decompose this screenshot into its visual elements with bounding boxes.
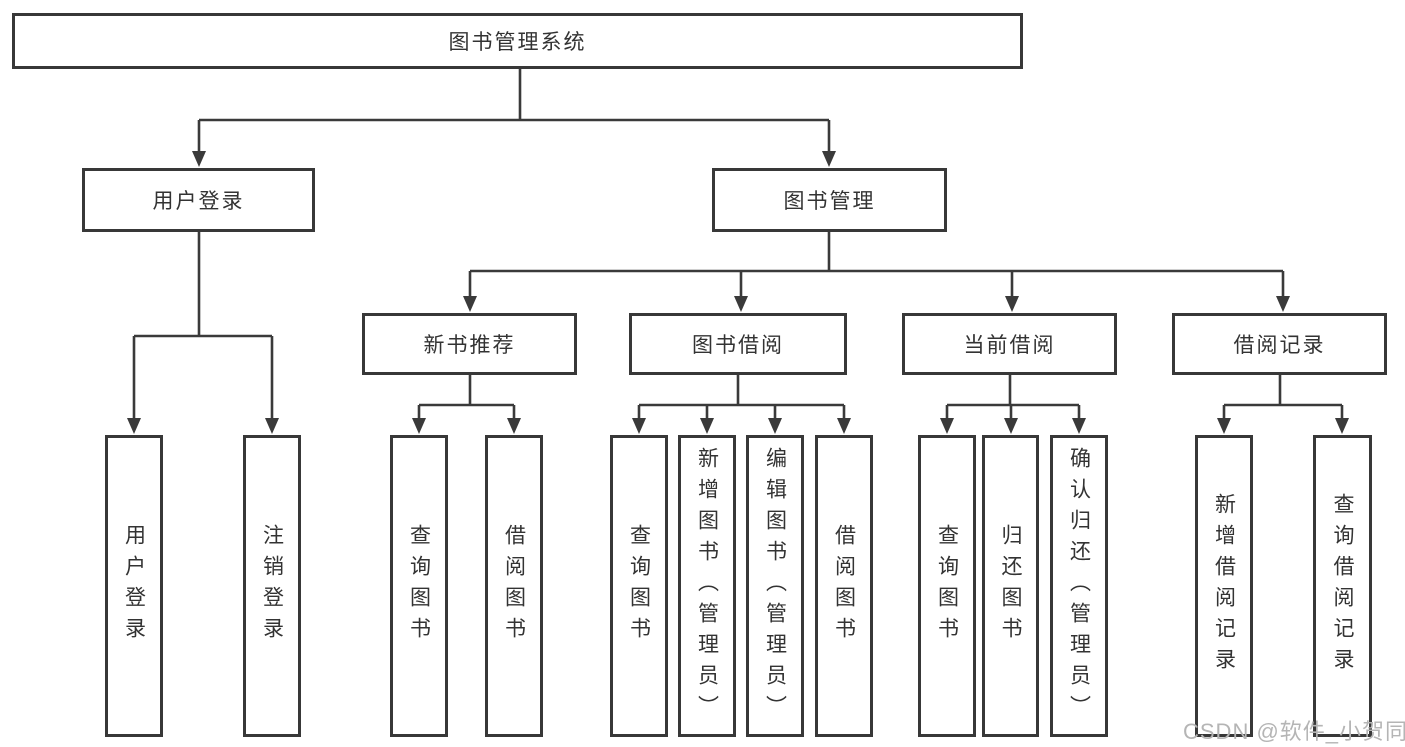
- leaf-user-login: 用户登录: [105, 435, 163, 737]
- leaf-add-books-admin: 新增图书（管理员）: [678, 435, 736, 737]
- edge-borrowrecords-to-leaves: [1222, 375, 1344, 421]
- csdn-watermark: CSDN @软件_小贺同学: [1183, 719, 1405, 744]
- node-root-library-system: 图书管理系统: [12, 13, 1023, 69]
- leaf-query-books-borrow: 查询图书: [610, 435, 668, 737]
- edge-newbooks-to-leaves: [417, 375, 516, 421]
- node-user-login: 用户登录: [82, 168, 315, 232]
- leaf-logout: 注销登录: [243, 435, 301, 737]
- node-book-management: 图书管理: [712, 168, 947, 232]
- leaf-return-books: 归还图书: [982, 435, 1039, 737]
- leaf-add-borrow-record: 新增借阅记录: [1195, 435, 1253, 737]
- leaf-edit-books-admin: 编辑图书（管理员）: [746, 435, 804, 737]
- edge-userlogin-to-leaves: [132, 232, 274, 421]
- node-new-book-recommend: 新书推荐: [362, 313, 577, 375]
- leaf-confirm-return-admin: 确认归还（管理员）: [1050, 435, 1108, 737]
- edge-currentborrow-to-leaves: [945, 375, 1081, 421]
- leaf-query-books-current: 查询图书: [918, 435, 976, 737]
- leaf-borrow-books-recommend: 借阅图书: [485, 435, 543, 737]
- leaf-borrow-books: 借阅图书: [815, 435, 873, 737]
- arrowhead-icons: [127, 151, 1349, 434]
- node-borrow-records: 借阅记录: [1172, 313, 1387, 375]
- node-book-borrow: 图书借阅: [629, 313, 847, 375]
- node-current-borrow: 当前借阅: [902, 313, 1117, 375]
- edge-bookmgmt-to-level3: [468, 232, 1285, 299]
- leaf-query-borrow-record: 查询借阅记录: [1313, 435, 1372, 737]
- edge-bookborrow-to-leaves: [637, 375, 846, 421]
- edge-root-to-level2: [197, 69, 831, 154]
- leaf-query-books-recommend: 查询图书: [390, 435, 448, 737]
